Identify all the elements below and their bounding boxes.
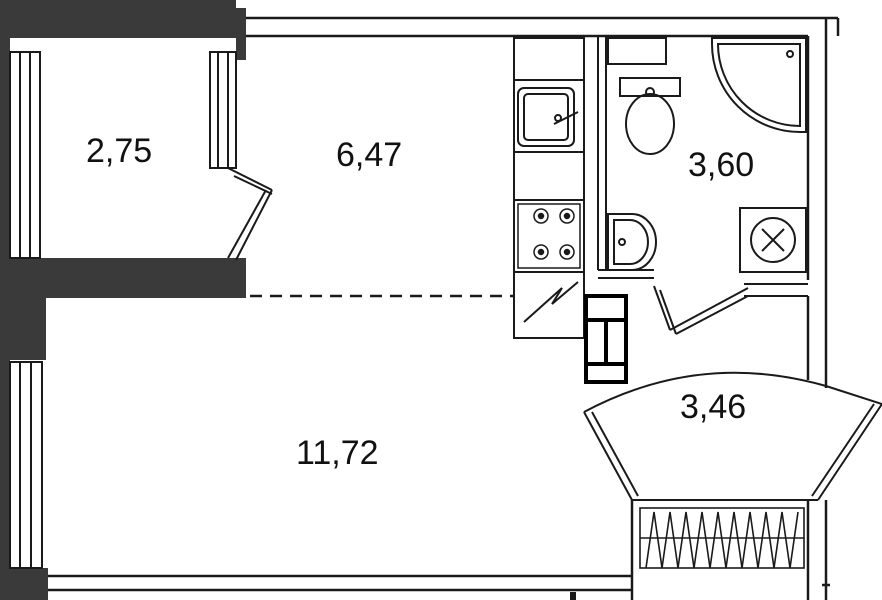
- washbasin-icon: [607, 213, 657, 271]
- bathroom-door: [653, 285, 749, 335]
- washing-machine-icon: [739, 207, 807, 273]
- entry-door: [583, 371, 882, 501]
- cooktop-icon: [517, 203, 581, 269]
- toilet-icon: [619, 77, 681, 155]
- bottom-right-marks: [570, 592, 576, 600]
- load-bearing-walls: [0, 0, 246, 600]
- room-area-kitchen: 6,47: [336, 136, 402, 174]
- outer-walls: [48, 16, 840, 600]
- room-area-bathroom: 3,60: [688, 146, 754, 184]
- kitchen-counter: [513, 37, 585, 339]
- bathroom-walls: [597, 36, 808, 297]
- electrical-panel-icon: [523, 281, 579, 323]
- balcony-door: [227, 167, 273, 261]
- room-area-balcony: 2,75: [86, 132, 152, 170]
- living-room-window: [9, 361, 43, 569]
- radiator: [639, 507, 805, 569]
- vent-box-icon: [607, 37, 667, 65]
- balcony-window-left: [9, 51, 41, 259]
- shower-icon: [711, 37, 807, 133]
- room-area-hallway: 3,46: [680, 388, 746, 426]
- wardrobe: [584, 294, 628, 384]
- room-area-living-room: 11,72: [296, 434, 379, 472]
- kitchen-sink-icon: [517, 87, 579, 147]
- balcony-window-inner: [209, 51, 237, 169]
